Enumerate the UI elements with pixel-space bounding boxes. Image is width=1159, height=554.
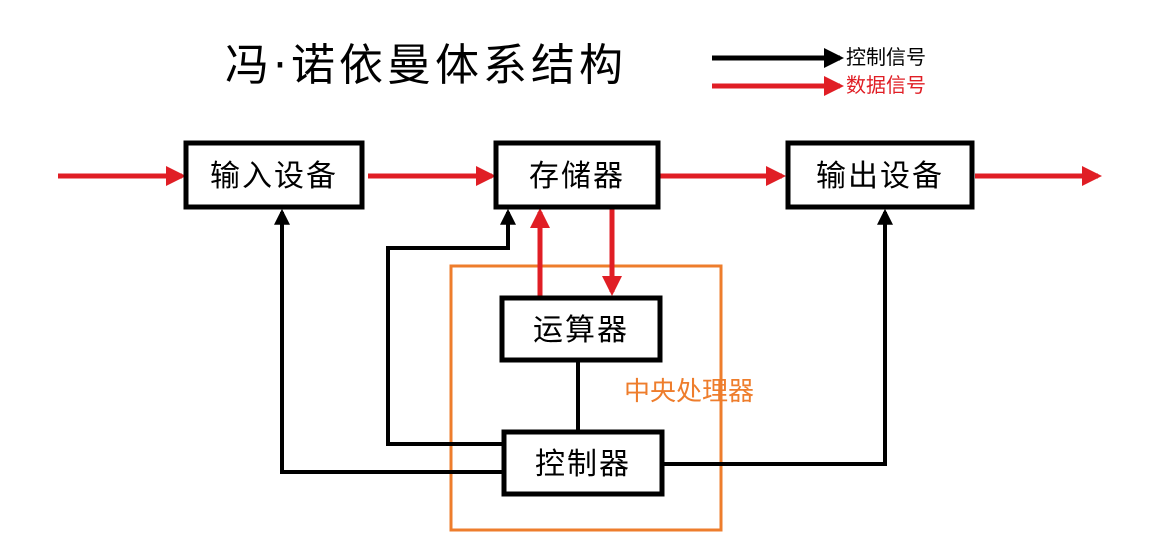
cpu-boundary (449, 264, 723, 532)
node-controller: 控制器 (501, 429, 665, 497)
node-output-label: 输出设备 (816, 159, 944, 194)
node-alu-label: 运算器 (533, 313, 629, 348)
node-controller-label: 控制器 (535, 447, 631, 482)
legend-control-label: 控制信号 (846, 45, 926, 69)
legend: 控制信号 数据信号 (712, 45, 926, 97)
control-to-output (664, 208, 893, 466)
node-input: 输入设备 (183, 140, 365, 210)
node-input-label: 输入设备 (210, 159, 338, 194)
control-to-memory (386, 208, 516, 446)
cpu-label: 中央处理器 (624, 377, 754, 407)
control-to-input (274, 208, 502, 474)
node-memory-label: 存储器 (529, 159, 625, 194)
node-output: 输出设备 (785, 140, 975, 210)
node-memory: 存储器 (493, 140, 661, 210)
legend-data-label: 数据信号 (846, 73, 926, 97)
node-alu: 运算器 (499, 295, 663, 363)
diagram-title: 冯·诺依曼体系结构 (225, 40, 627, 91)
